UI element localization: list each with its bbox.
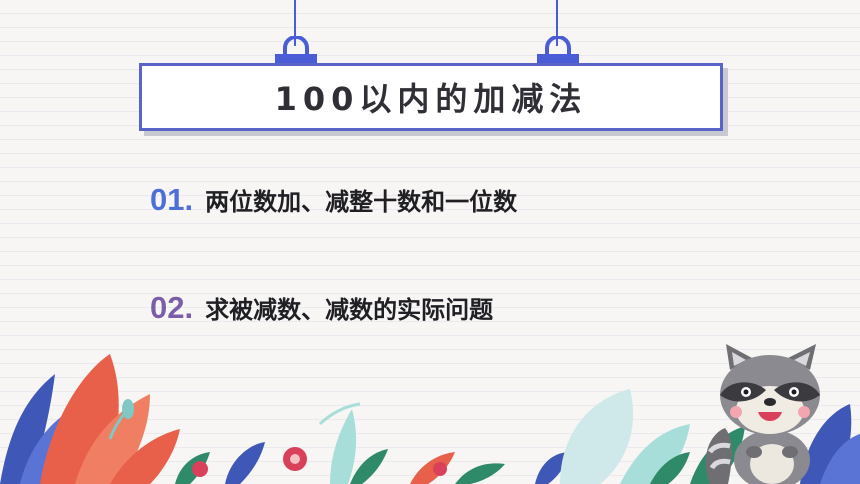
item-number-2: 02. (150, 290, 194, 325)
title-box: 100以内的加减法 (139, 63, 723, 131)
hanger-string-left (294, 0, 296, 46)
raccoon-icon (705, 344, 820, 484)
page-title: 100以内的加减法 (274, 80, 588, 118)
leaves-decoration (0, 354, 860, 484)
hanger-string-right (556, 0, 558, 46)
item-number-1: 01. (150, 182, 194, 217)
list-item-2: 02. 求被减数、减数的实际问题 (150, 290, 493, 326)
item-text-1: 两位数加、减整十数和一位数 (205, 188, 518, 216)
item-text-2: 求被减数、减数的实际问题 (205, 296, 494, 324)
list-item-1: 01. 两位数加、减整十数和一位数 (150, 182, 517, 218)
